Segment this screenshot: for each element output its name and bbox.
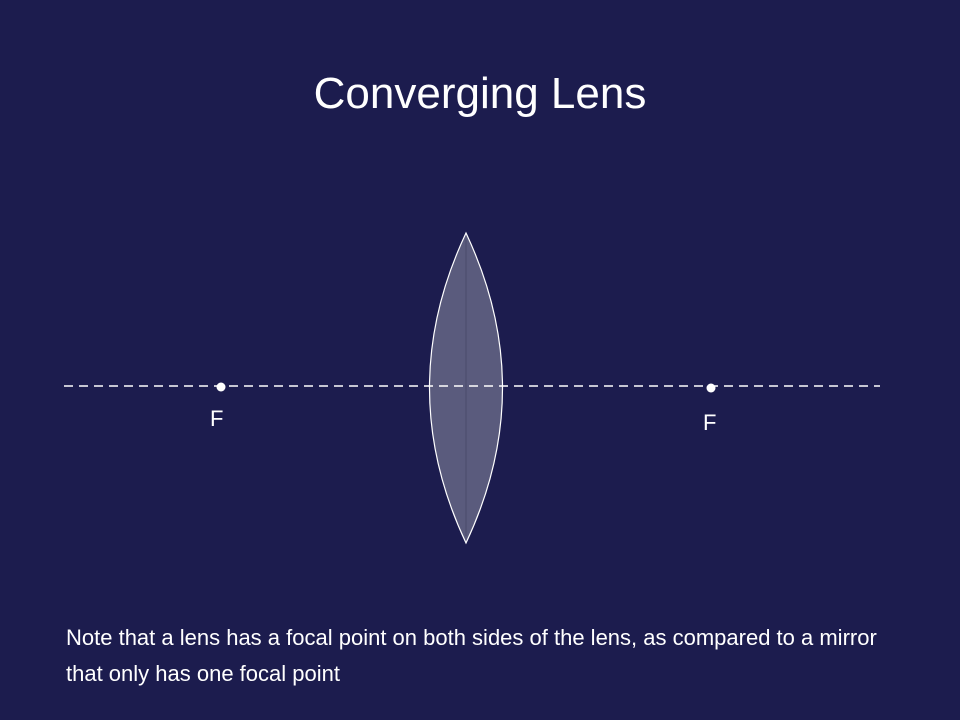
focal-point-left-dot	[216, 382, 226, 392]
slide-title: Converging Lens	[313, 69, 647, 118]
focal-point-left-label: F	[210, 406, 223, 431]
focal-point-right-dot	[706, 383, 716, 393]
focal-point-right-label: F	[703, 410, 716, 435]
slide-note: Note that a lens has a focal point on bo…	[66, 625, 877, 686]
